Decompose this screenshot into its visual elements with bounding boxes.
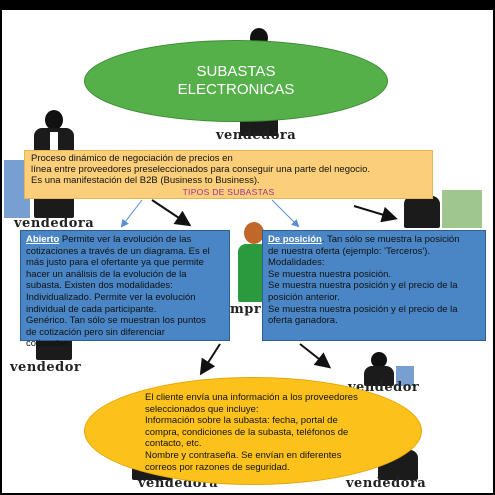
cliente-line-2: seleccionados que incluye: (145, 403, 259, 415)
title-line-2: ELECTRONICAS (177, 81, 295, 98)
posicion-line-6: posición anterior. (268, 291, 340, 303)
label-vendedor-left-low: vendedor (10, 360, 82, 375)
arrow-to-abierto (120, 199, 143, 228)
label-vendedora-left-mid: vendedora (14, 216, 95, 231)
building-right (442, 190, 482, 228)
posicion-line-5: Se muestra nuestra posición y el precio … (268, 280, 458, 292)
posicion-line-3: Modalidades: (268, 257, 325, 269)
cliente-line-7: correos por razones de seguridad. (145, 461, 290, 473)
cliente-line-4: compra, condiciones de la subasta, teléf… (145, 426, 349, 438)
posicion-line-4: Se muestra nuestra posición. (268, 268, 392, 280)
abierto-line-8: Genérico. Tan sólo se muestran los punto… (26, 315, 206, 327)
posicion-keyword: De posición (268, 234, 322, 245)
building-right-low (396, 366, 414, 386)
label-vendedora-bottom-right: vendedora (346, 476, 427, 491)
cliente-line-5: contacto, etc. (145, 438, 202, 450)
arrow-left-seller (151, 199, 192, 227)
posicion-line-1: . Tan sólo se muestra la posición (321, 234, 460, 245)
abierto-line-3: más justo para el ofertante ya que permi… (26, 257, 204, 269)
subheading-tipos: TIPOS DE SUBASTAS (182, 187, 275, 197)
definition-line-1: Proceso dinámico de negociación de preci… (31, 153, 233, 164)
arrow-lower-right (299, 343, 332, 369)
abierto-box: Abierto Permite ver la evolución de las … (20, 230, 230, 349)
definition-box: Proceso dinámico de negociación de preci… (24, 150, 433, 199)
cliente-line-3: Información sobre la subasta: fecha, por… (145, 415, 338, 427)
label-compra-center: mpra (230, 302, 271, 317)
abierto-keyword: Abierto (26, 234, 60, 245)
arrow-lower-left (199, 343, 221, 376)
abierto-line-9: de cotización pero sin diferenciar (26, 326, 165, 338)
abierto-line-5: subasta. Existen dos modalidades: (26, 280, 173, 292)
definition-line-2: línea entre proveedores preseleccionados… (31, 164, 371, 175)
diagram-canvas: vendedora vendedora mpra vendedor vended… (2, 10, 493, 493)
cliente-line-1: El cliente envía una información a los p… (145, 392, 358, 403)
cliente-line-6: Nombre y contraseña. Se envían en difere… (145, 449, 342, 461)
title-ellipse: SUBASTAS ELECTRONICAS (84, 40, 388, 122)
abierto-line-1: Permite ver la evolución de las (59, 234, 192, 245)
definition-line-3: Es una manifestación del B2B (Business t… (31, 175, 260, 186)
label-vendedora-top-right: vendedora (216, 128, 297, 143)
posicion-line-7: Se muestra nuestra posición y el precio … (268, 303, 458, 315)
seller-figure-right-low (364, 352, 394, 386)
posicion-line-2: de nuestra oferta (ejemplo: 'Terceros'). (268, 245, 431, 257)
abierto-line-4: hacer un análisis de la evolución de la (26, 268, 187, 280)
posicion-line-8: oferta ganadora. (268, 315, 338, 327)
arrow-right-seller (353, 205, 398, 223)
abierto-line-10: cotizantes. (26, 338, 72, 350)
abierto-line-6: Individualizado. Permite ver la evolució… (26, 291, 196, 303)
abierto-line-2: cotizaciones a través de un diagrama. Es… (26, 245, 210, 257)
cliente-ellipse: El cliente envía una información a los p… (84, 377, 422, 485)
connector-arrows (120, 199, 398, 376)
abierto-line-7: individual de cada participante. (26, 303, 157, 315)
posicion-box: De posición. Tan sólo se muestra la posi… (262, 230, 486, 341)
arrow-to-posicion (271, 199, 300, 228)
title-line-1: SUBASTAS (196, 63, 276, 80)
